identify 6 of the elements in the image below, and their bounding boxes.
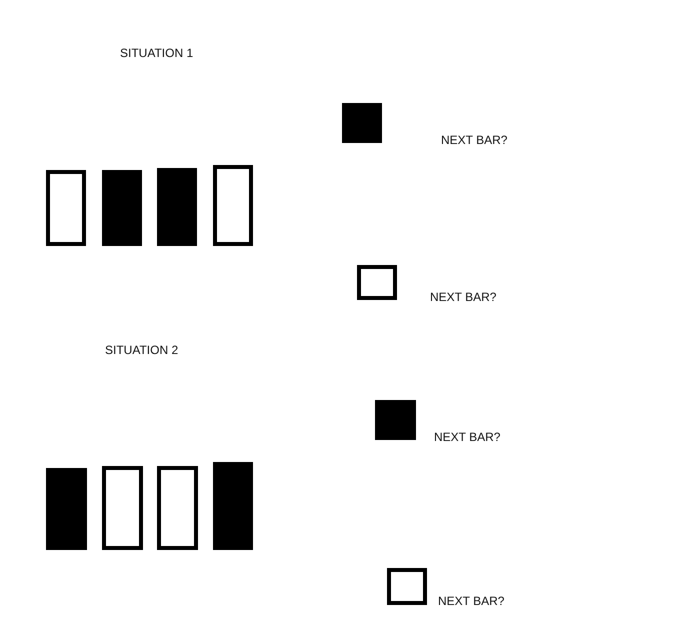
question-text: NEXT BAR? — [430, 290, 496, 304]
situation-heading: SITUATION 2 — [105, 343, 178, 357]
question-text: NEXT BAR? — [441, 133, 508, 147]
question-text: NEXT BAR? — [434, 430, 500, 444]
question-text: NEXT BAR? — [438, 594, 504, 608]
situation-heading: SITUATION 1 — [120, 46, 194, 60]
